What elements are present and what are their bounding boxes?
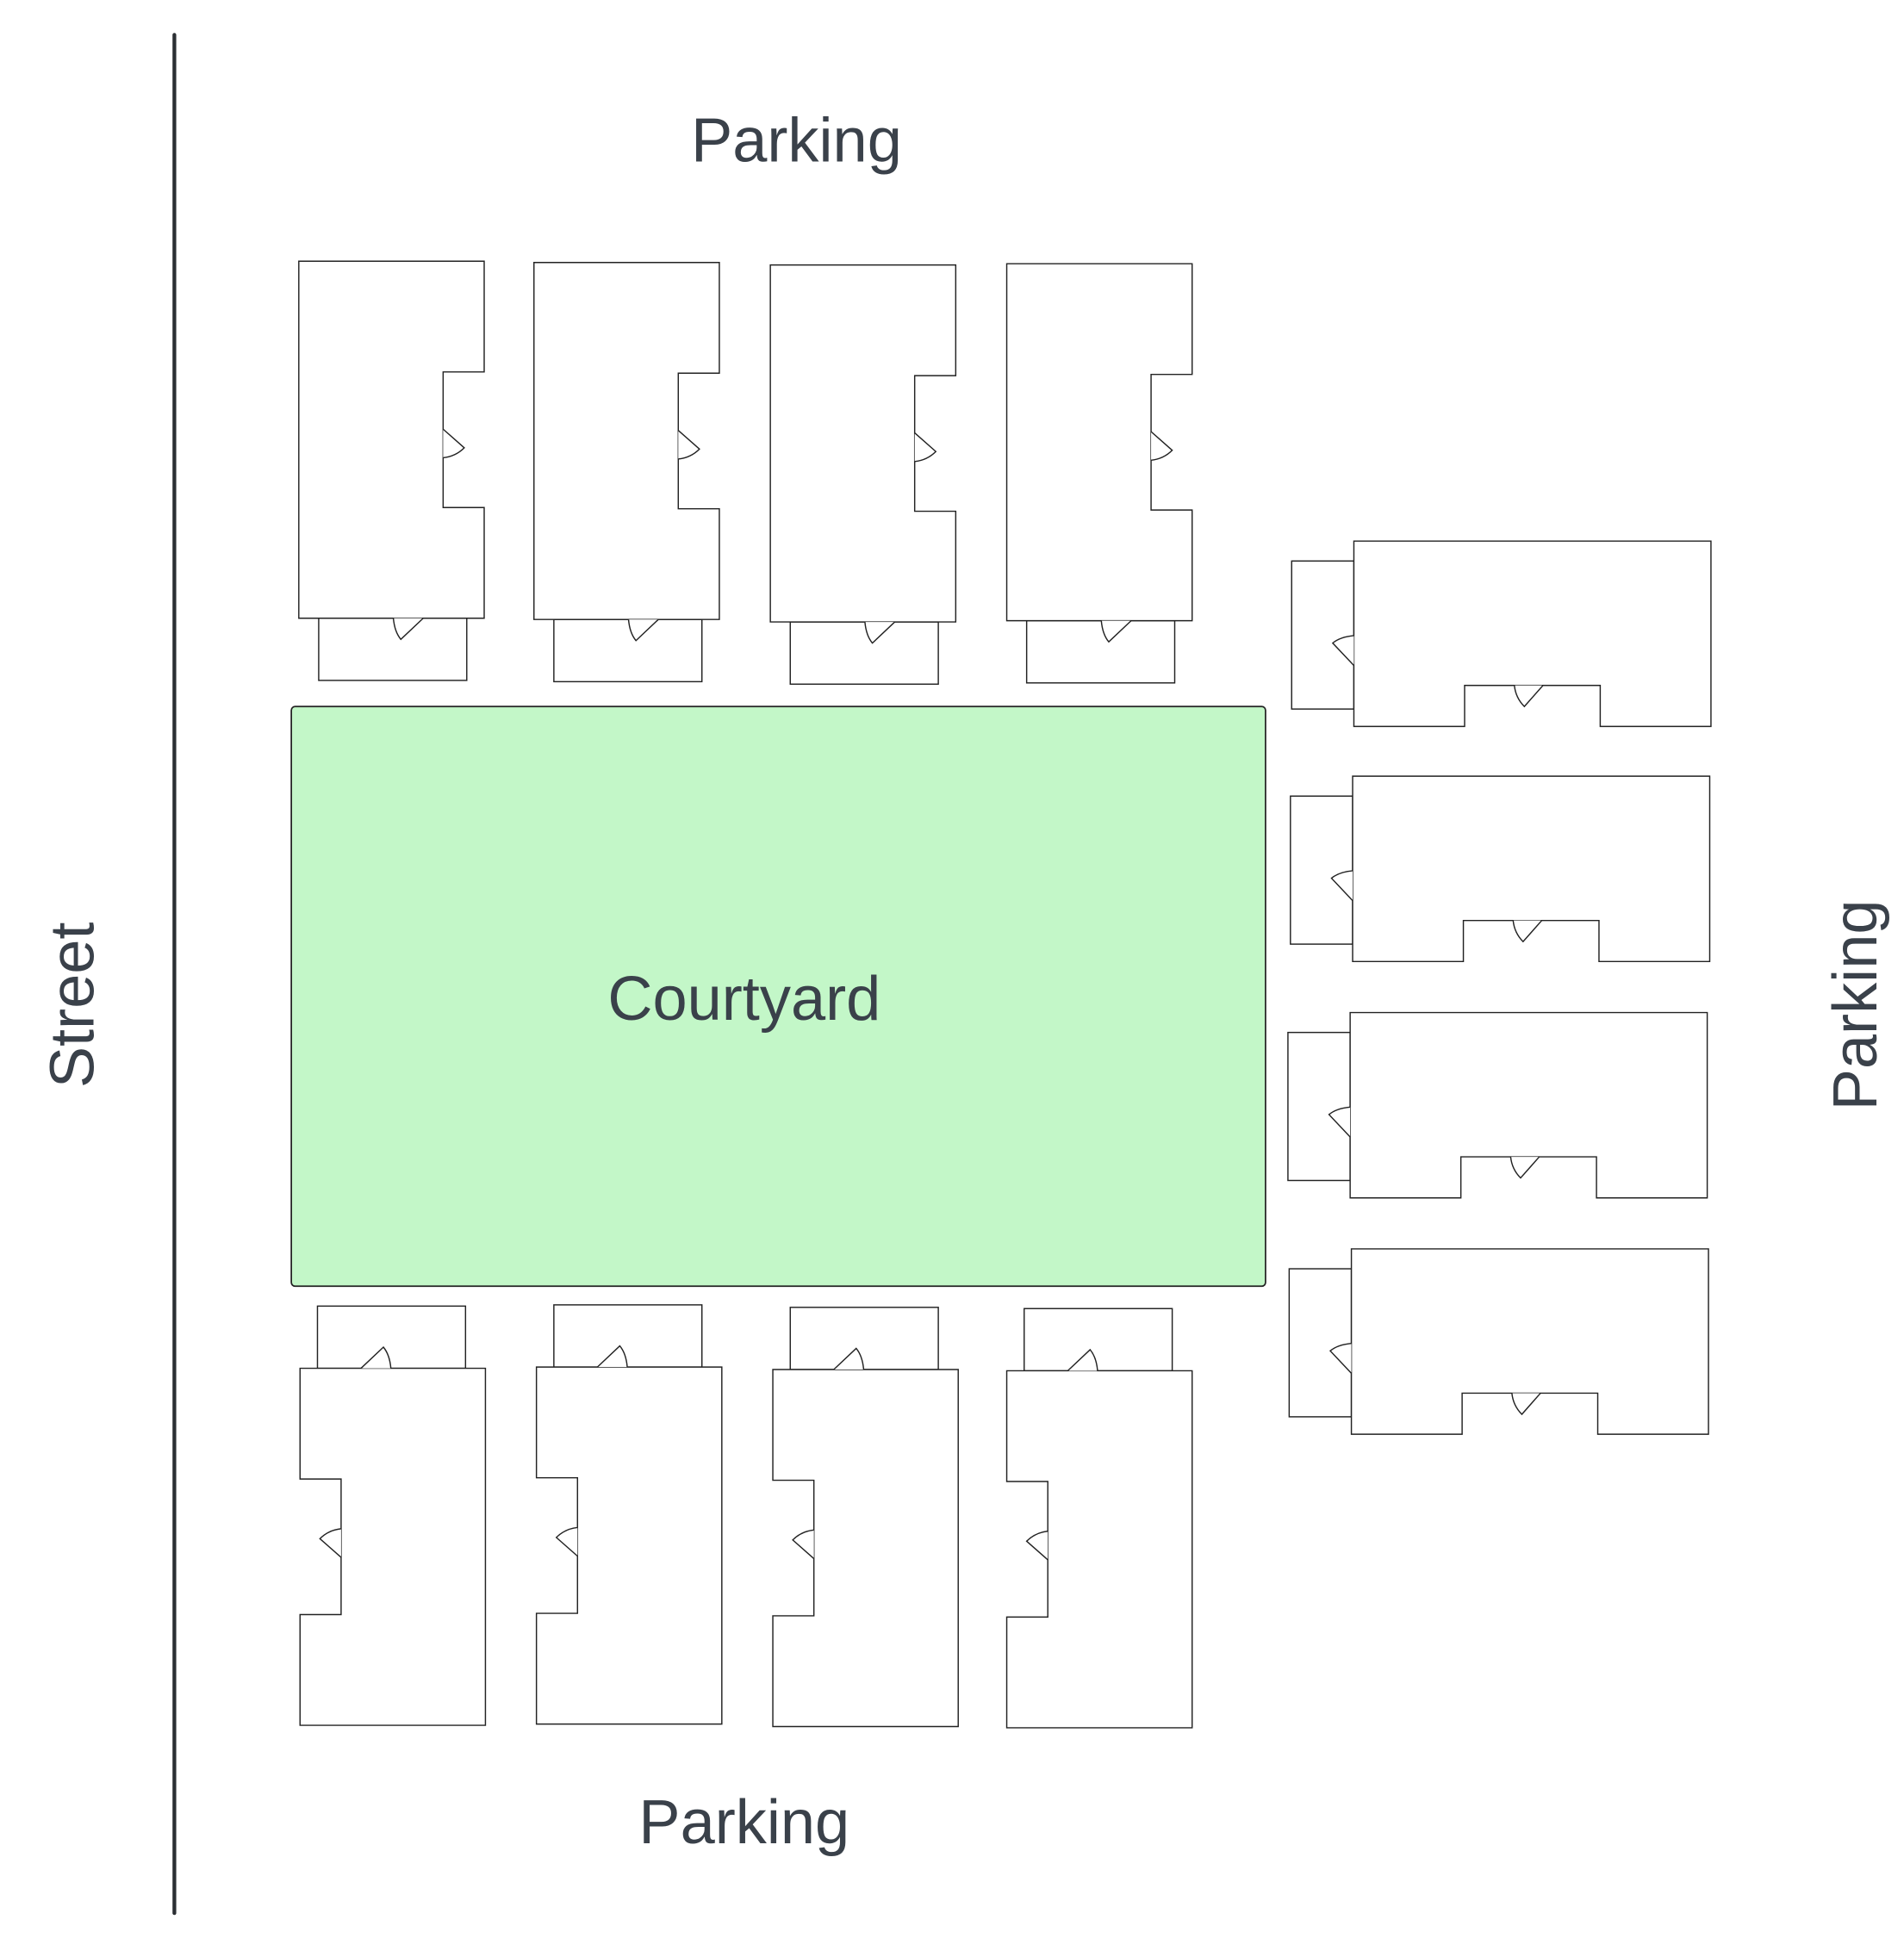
top-buildings — [298, 260, 1193, 686]
building — [299, 1305, 487, 1726]
courtyard-label: Courtyard — [607, 965, 880, 1034]
street-label: Street — [39, 922, 108, 1089]
courtyard — [290, 705, 1266, 1288]
building — [1288, 1248, 1709, 1435]
building — [1005, 263, 1193, 684]
building — [772, 1307, 959, 1728]
building — [1287, 1011, 1708, 1199]
bottom-buildings — [299, 1304, 1193, 1729]
parking-bottom-label: Parking — [638, 1788, 849, 1857]
parking-top-label: Parking — [691, 107, 902, 176]
building — [1290, 775, 1711, 963]
building — [769, 264, 957, 686]
parking-right-label: Parking — [1821, 899, 1890, 1110]
building — [533, 261, 720, 683]
building — [1005, 1308, 1193, 1729]
right-buildings — [1287, 540, 1712, 1435]
building — [535, 1304, 723, 1725]
building — [298, 260, 485, 681]
building — [1291, 540, 1712, 728]
